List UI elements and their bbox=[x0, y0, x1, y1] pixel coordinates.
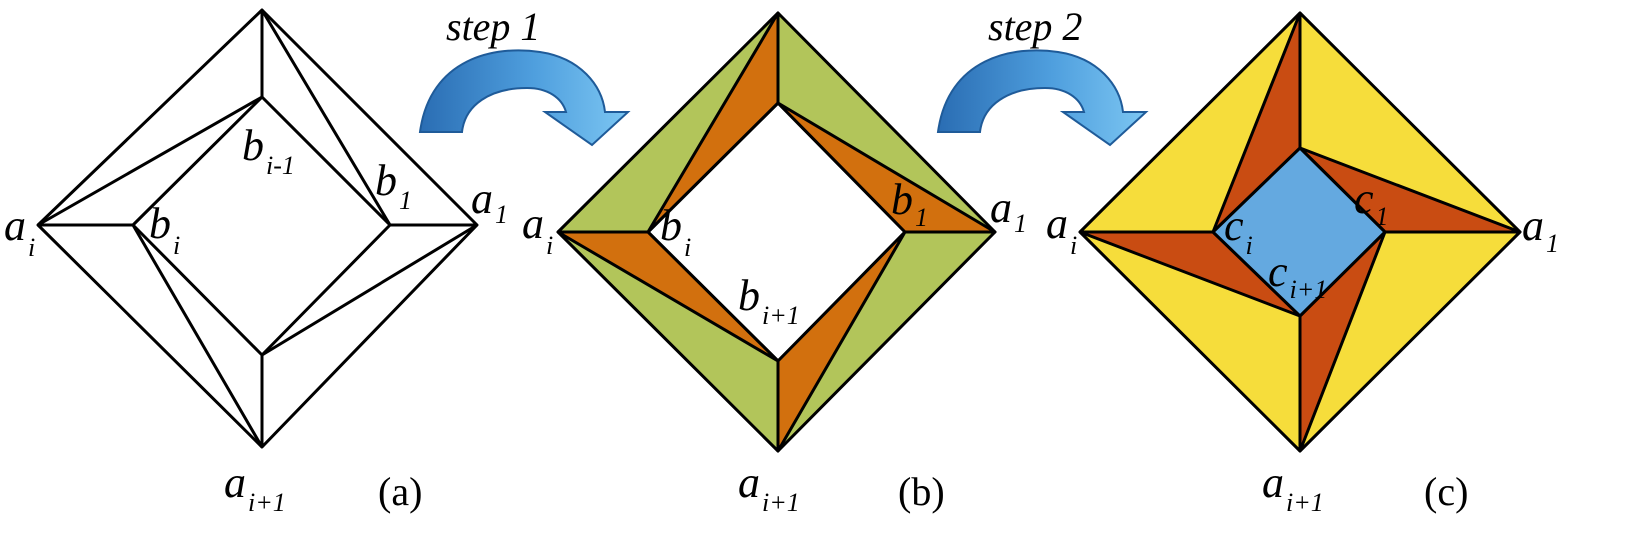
label-a-i-plus-1: ai+1 bbox=[738, 458, 800, 517]
panel-a bbox=[36, 8, 479, 449]
caption-a: (a) bbox=[378, 469, 422, 514]
edge-a bbox=[260, 9, 392, 226]
label-c-i-plus-1: ci+1 bbox=[1268, 247, 1327, 304]
label-a-i: ai bbox=[1046, 199, 1077, 260]
orange-triangle bbox=[556, 230, 780, 363]
label-c-i: ci bbox=[1224, 201, 1253, 260]
orange-triangle bbox=[776, 230, 907, 453]
step-1-label: step 1 bbox=[446, 4, 540, 49]
label-a-i-plus-1: ai+1 bbox=[224, 458, 286, 517]
caption-c: (c) bbox=[1424, 469, 1468, 514]
label-b-i: bi bbox=[660, 201, 691, 262]
label-a-1: a1 bbox=[990, 183, 1027, 238]
blue-square bbox=[1211, 146, 1387, 318]
edge-a bbox=[261, 223, 478, 357]
orange-triangle bbox=[776, 101, 997, 234]
label-a-i: ai bbox=[4, 201, 35, 262]
arrow-step-2 bbox=[936, 49, 1149, 147]
caption-b: (b) bbox=[898, 469, 945, 514]
panel-b bbox=[556, 11, 997, 453]
step-2-label: step 2 bbox=[988, 4, 1082, 49]
label-b-1: b1 bbox=[891, 175, 928, 232]
label-a-i: ai bbox=[522, 199, 553, 260]
edge-a bbox=[131, 224, 264, 448]
panel-c bbox=[1078, 11, 1522, 453]
arrow-step-1 bbox=[418, 49, 631, 147]
label-b-i-minus-1: bi-1 bbox=[242, 121, 295, 180]
outer-square-a bbox=[36, 8, 479, 449]
edge-a bbox=[37, 95, 263, 227]
orange-triangle bbox=[646, 11, 780, 234]
label-a-1: a1 bbox=[471, 174, 508, 229]
curved-arrow-icon bbox=[418, 49, 631, 147]
label-a-1: a1 bbox=[1522, 201, 1559, 258]
label-c-1: c1 bbox=[1354, 174, 1389, 231]
label-b-1: b1 bbox=[375, 156, 412, 215]
label-b-i-plus-1: bi+1 bbox=[738, 271, 800, 330]
label-b-i: bi bbox=[149, 199, 180, 260]
curved-arrow-icon bbox=[936, 49, 1149, 147]
label-a-i-plus-1: ai+1 bbox=[1262, 458, 1324, 517]
